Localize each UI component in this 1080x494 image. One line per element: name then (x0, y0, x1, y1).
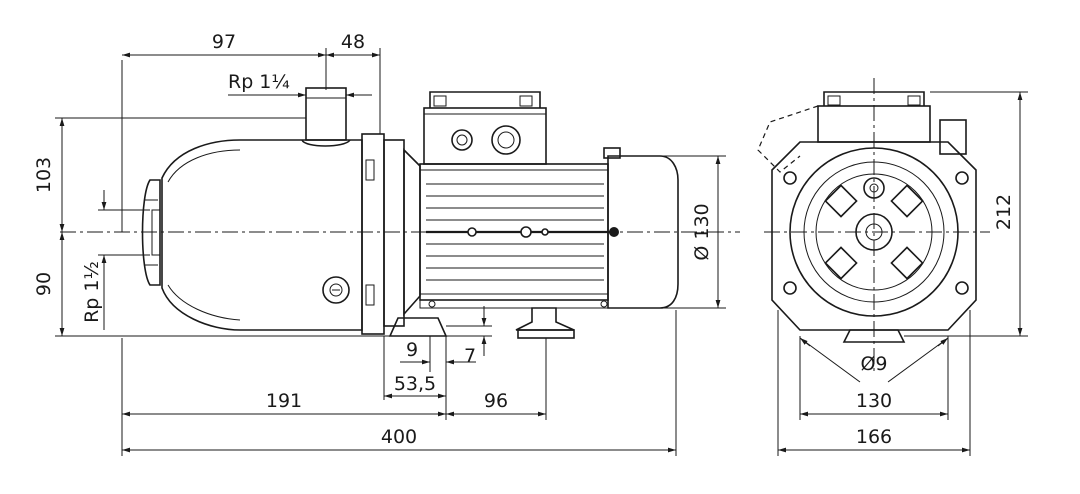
dim-53-5-label: 53,5 (394, 373, 436, 395)
suction-port (141, 179, 161, 286)
pump-housing (161, 139, 363, 331)
front-foot (842, 329, 906, 343)
dim-d9-label: Ø9 (860, 353, 887, 375)
inlet-thread-label: Rp 1½ (81, 261, 103, 323)
dim-7-label: 7 (464, 345, 476, 367)
terminal-box (423, 91, 547, 165)
cable-gland-icon (451, 129, 473, 151)
cable-gland-icon (491, 125, 521, 155)
outlet-thread-label: Rp 1¼ (228, 71, 290, 93)
pump-foot (388, 317, 448, 337)
drain-plug-icon (322, 276, 350, 304)
front-housing (771, 141, 977, 343)
rear-foot (515, 307, 575, 339)
dim-191-label: 191 (266, 390, 302, 412)
dim-9-label: 9 (406, 339, 418, 361)
front-view: Ø9 130 166 212 (757, 78, 1028, 456)
dim-48-label: 48 (341, 31, 365, 53)
dim-166-label: 166 (856, 426, 892, 448)
front-cable-gland-icon (939, 119, 967, 155)
side-view: 97 48 Rp 1¼ 103 90 Rp 1½ 9 7 53, (33, 31, 740, 456)
dim-97-label: 97 (212, 31, 236, 53)
dim-130-label: 130 (856, 390, 892, 412)
dim-90-label: 90 (33, 272, 55, 296)
dim-400-label: 400 (381, 426, 417, 448)
dim-212-label: 212 (993, 194, 1015, 230)
motor-body (419, 163, 619, 309)
dim-96-label: 96 (484, 390, 508, 412)
dim-d130-label: Ø 130 (691, 203, 713, 260)
dim-103-label: 103 (33, 157, 55, 193)
front-terminal-box (757, 91, 967, 173)
discharge-port (301, 87, 351, 147)
